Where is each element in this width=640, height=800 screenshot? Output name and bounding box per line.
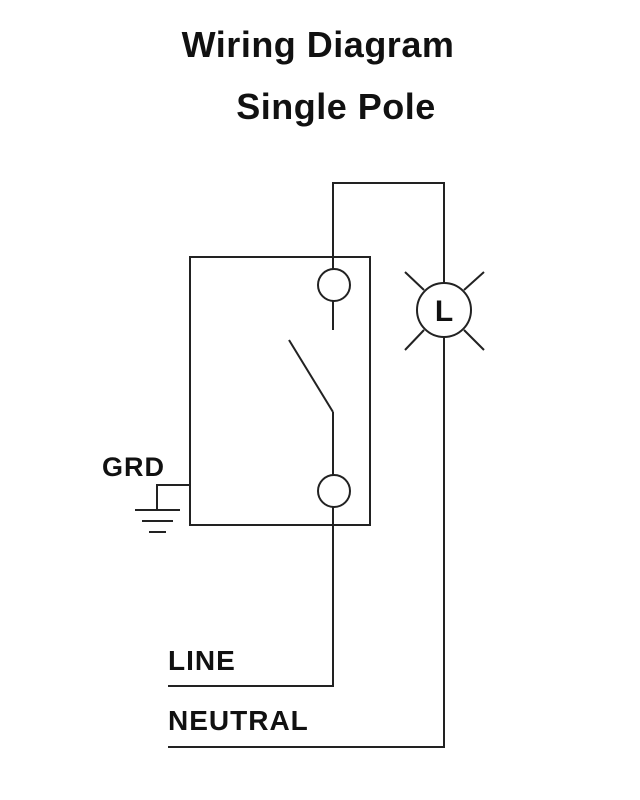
- lamp-rays: [404, 271, 485, 351]
- switch-body: [189, 256, 371, 526]
- lamp-label: L: [435, 295, 453, 328]
- ground-symbol: [135, 509, 180, 533]
- switch-lever: [288, 339, 334, 413]
- load-wire: [332, 182, 445, 300]
- line-wire: [168, 507, 334, 687]
- diagram-subtitle: Single Pole: [236, 86, 436, 127]
- ground-label: GRD: [102, 452, 165, 482]
- top-terminal: [317, 268, 351, 302]
- ground-wire: [156, 484, 190, 510]
- neutral-wire: [168, 337, 445, 748]
- lamp-symbol: [416, 282, 472, 338]
- diagram-title: Wiring Diagram: [181, 24, 455, 65]
- bottom-terminal: [317, 474, 351, 508]
- neutral-label: NEUTRAL: [168, 705, 309, 736]
- line-label: LINE: [168, 645, 236, 676]
